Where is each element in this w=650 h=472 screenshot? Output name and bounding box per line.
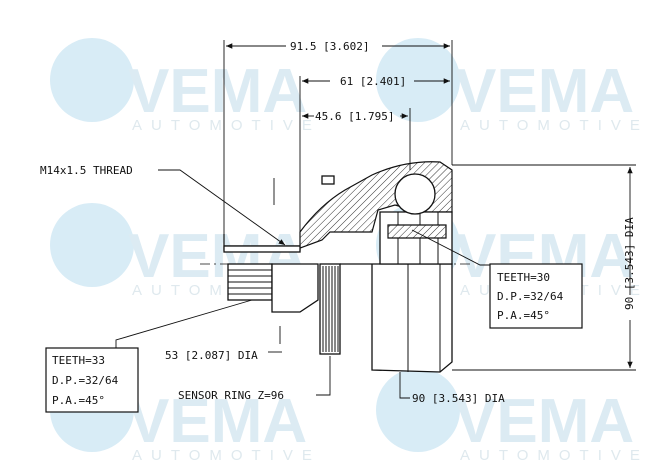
watermark-sub-text: AUTOMOTIVE — [132, 447, 321, 464]
watermark-top-right: VEMA AUTOMOTIVE — [376, 38, 649, 134]
plug — [321, 175, 335, 185]
dimension-lines: 91.5 [3.602] 61 [2.401] 45.6 [1.795] M14… — [40, 40, 636, 405]
ball — [394, 173, 436, 215]
spline-inner-teeth: TEETH=30 — [497, 271, 550, 284]
sensor-ring-teeth — [322, 266, 339, 352]
spline-outer-box: TEETH=33 D.P.=32/64 P.A.=45° — [45, 347, 139, 413]
spline-outer-pa: P.A.=45° — [52, 394, 105, 407]
spline-inner-box: TEETH=30 D.P.=32/64 P.A.=45° — [489, 263, 583, 329]
sensor-ring-callout: SENSOR RING Z=96 — [178, 389, 284, 402]
dim-body-dia: 90 [3.543] DIA — [412, 392, 505, 405]
watermark-sub-text: AUTOMOTIVE — [460, 447, 649, 464]
watermark-top-left: VEMA AUTOMOTIVE — [50, 38, 321, 134]
watermark-brand-text: VEMA — [128, 57, 307, 126]
thread-callout: M14x1.5 THREAD — [40, 164, 133, 177]
watermark-sub-text: AUTOMOTIVE — [460, 117, 649, 134]
watermark-brand-text: VEMA — [455, 57, 634, 126]
watermark-brand-text: VEMA — [455, 387, 634, 456]
dim-outer-dia: 90 [3.543] DIA — [623, 217, 636, 310]
watermark-bottom-right: VEMA AUTOMOTIVE — [376, 368, 649, 464]
cage — [387, 224, 447, 239]
watermark-brand-text: VEMA — [128, 387, 307, 456]
spline-inner-pa: P.A.=45° — [497, 309, 550, 322]
dim-length-45: 45.6 [1.795] — [315, 110, 394, 123]
watermark-group: VEMA AUTOMOTIVE VEMA AUTOMOTIVE VEMA AUT… — [50, 38, 649, 464]
upper-section-hatch — [223, 161, 453, 251]
dim-overall-length: 91.5 [3.602] — [290, 40, 369, 53]
watermark-sub-text: AUTOMOTIVE — [132, 117, 321, 134]
spline-outer-teeth: TEETH=33 — [52, 354, 105, 367]
dim-shaft-dia: 53 [2.087] DIA — [165, 349, 258, 362]
thread-top — [223, 245, 301, 253]
lower-shaft-body — [271, 263, 319, 313]
bell-housing — [340, 263, 453, 373]
spline-inner-dp: D.P.=32/64 — [497, 290, 564, 303]
spline-outer-dp: D.P.=32/64 — [52, 374, 119, 387]
cv-joint-drawing — [223, 161, 453, 373]
dim-length-61: 61 [2.401] — [340, 75, 406, 88]
spline-teeth — [228, 269, 272, 295]
